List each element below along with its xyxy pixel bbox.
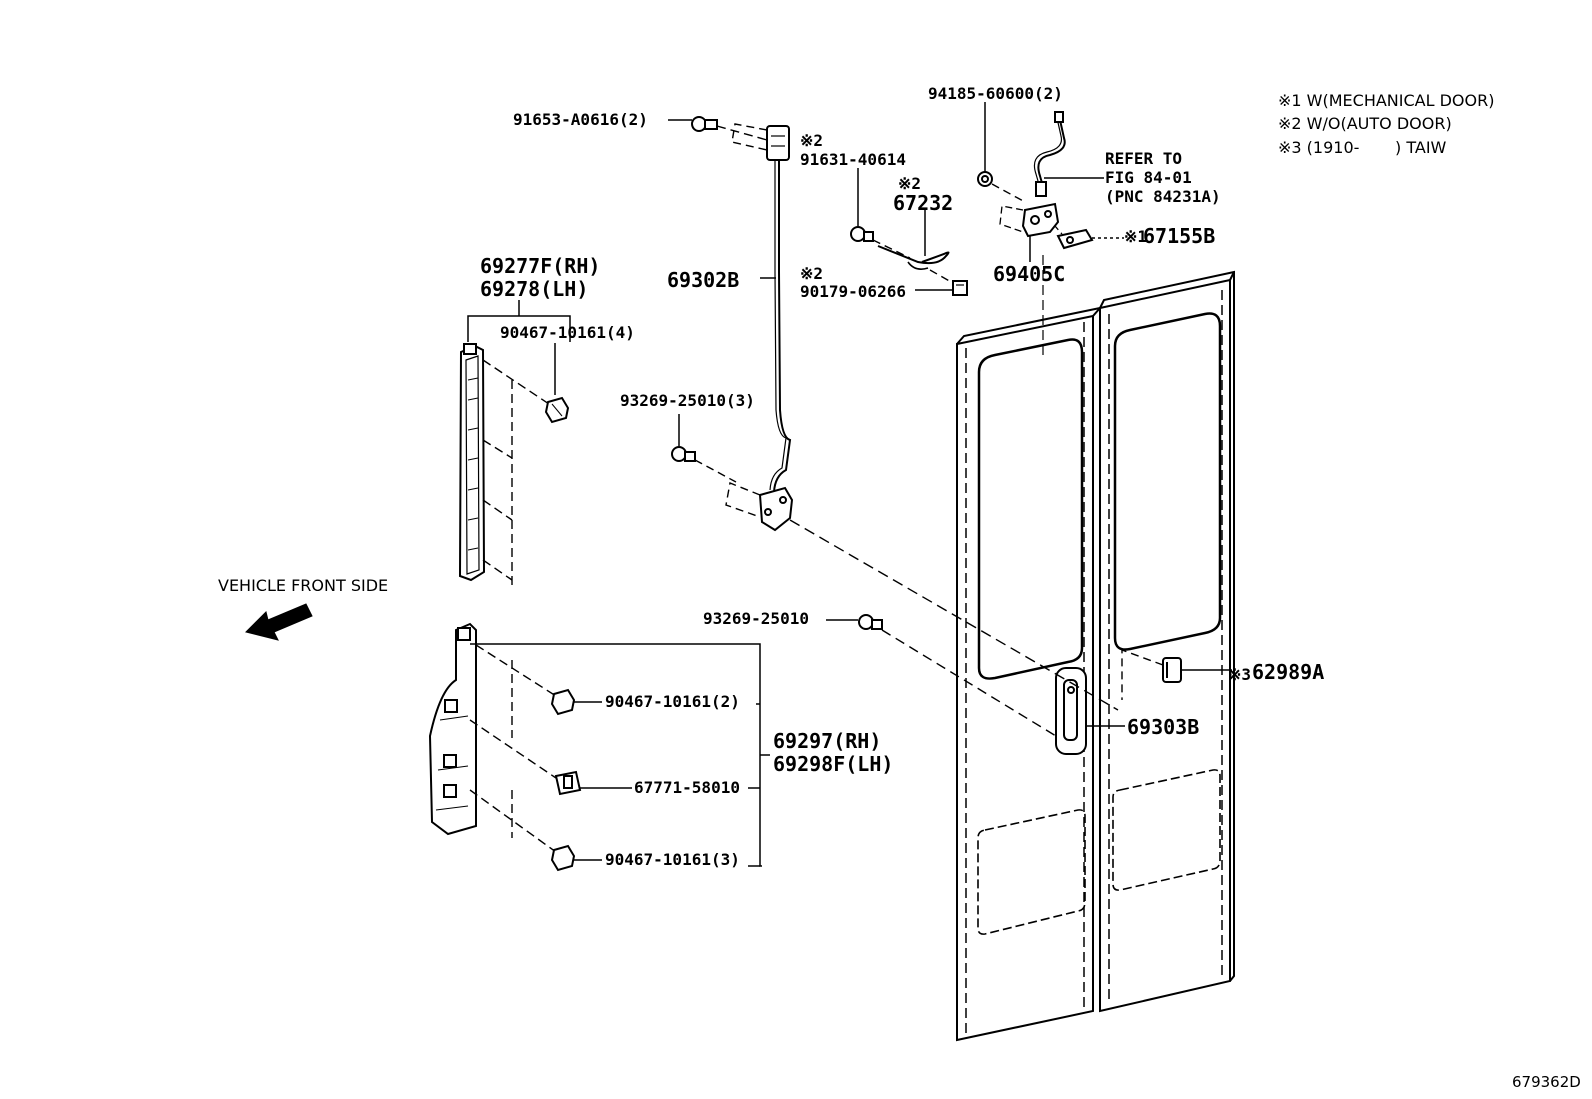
bolt-93269-3 <box>671 414 737 483</box>
note-3: ※3 (1910- ) TAIW <box>1278 138 1447 157</box>
label-93269-3: 93269-25010(3) <box>620 391 755 410</box>
clip-62989a <box>1121 648 1232 700</box>
lower-trim-69297 <box>428 622 770 872</box>
pillar-trim-69277f <box>458 300 571 586</box>
note-2: ※2 W/O(AUTO DOOR) <box>1278 114 1452 133</box>
drawing-number: 679362D <box>1512 1073 1581 1091</box>
label-90467-4: 90467-10161(4) <box>500 323 635 342</box>
label-69303b: 69303B <box>1127 715 1200 739</box>
label-90179: 90179-06266 <box>800 282 906 301</box>
label-67232: 67232 <box>893 191 954 215</box>
leader-latch-to-door <box>789 519 1119 711</box>
bolt-91653 <box>668 116 768 141</box>
mark-67232: ※2 <box>898 174 922 193</box>
note-1: ※1 W(MECHANICAL DOOR) <box>1278 91 1495 110</box>
label-90467-2: 90467-10161(2) <box>605 692 740 711</box>
label-69302b: 69302B <box>667 268 740 292</box>
mark-90179: ※2 <box>800 264 824 283</box>
label-91653: 91653-A0616(2) <box>513 110 648 129</box>
mark-91631: ※2 <box>800 131 824 150</box>
label-93269: 93269-25010 <box>703 609 809 628</box>
label-90467-3: 90467-10161(3) <box>605 850 740 869</box>
label-91631: 91631-40614 <box>800 150 906 169</box>
label-67155b: 67155B <box>1143 224 1216 248</box>
vehicle-front-arrow-icon <box>245 603 313 641</box>
label-62989a: 62989A <box>1252 660 1325 684</box>
label-69278: 69278(LH) <box>480 277 589 301</box>
lock-assembly-69405c <box>977 102 1124 262</box>
refer-line3: (PNC 84231A) <box>1105 187 1221 206</box>
label-69277f: 69277F(RH) <box>480 254 601 278</box>
mark-62989a: ※3 <box>1228 665 1252 684</box>
cable-69302b <box>725 123 794 532</box>
rear-doors <box>956 270 1235 1042</box>
label-69405c: 69405C <box>993 262 1066 286</box>
label-67771: 67771-58010 <box>634 778 740 797</box>
refer-line1: REFER TO <box>1105 149 1183 168</box>
lever-assembly-67232 <box>850 168 968 296</box>
door-handle-69303b <box>1055 667 1125 755</box>
label-94185: 94185-60600(2) <box>928 84 1063 103</box>
refer-line2: FIG 84-01 <box>1105 168 1192 187</box>
label-69297: 69297(RH) <box>773 729 882 753</box>
mark-67155b: ※1 <box>1124 227 1148 246</box>
vehicle-front-label: VEHICLE FRONT SIDE <box>218 576 389 595</box>
bolt-93269 <box>826 614 1057 737</box>
label-69298f: 69298F(LH) <box>773 752 894 776</box>
